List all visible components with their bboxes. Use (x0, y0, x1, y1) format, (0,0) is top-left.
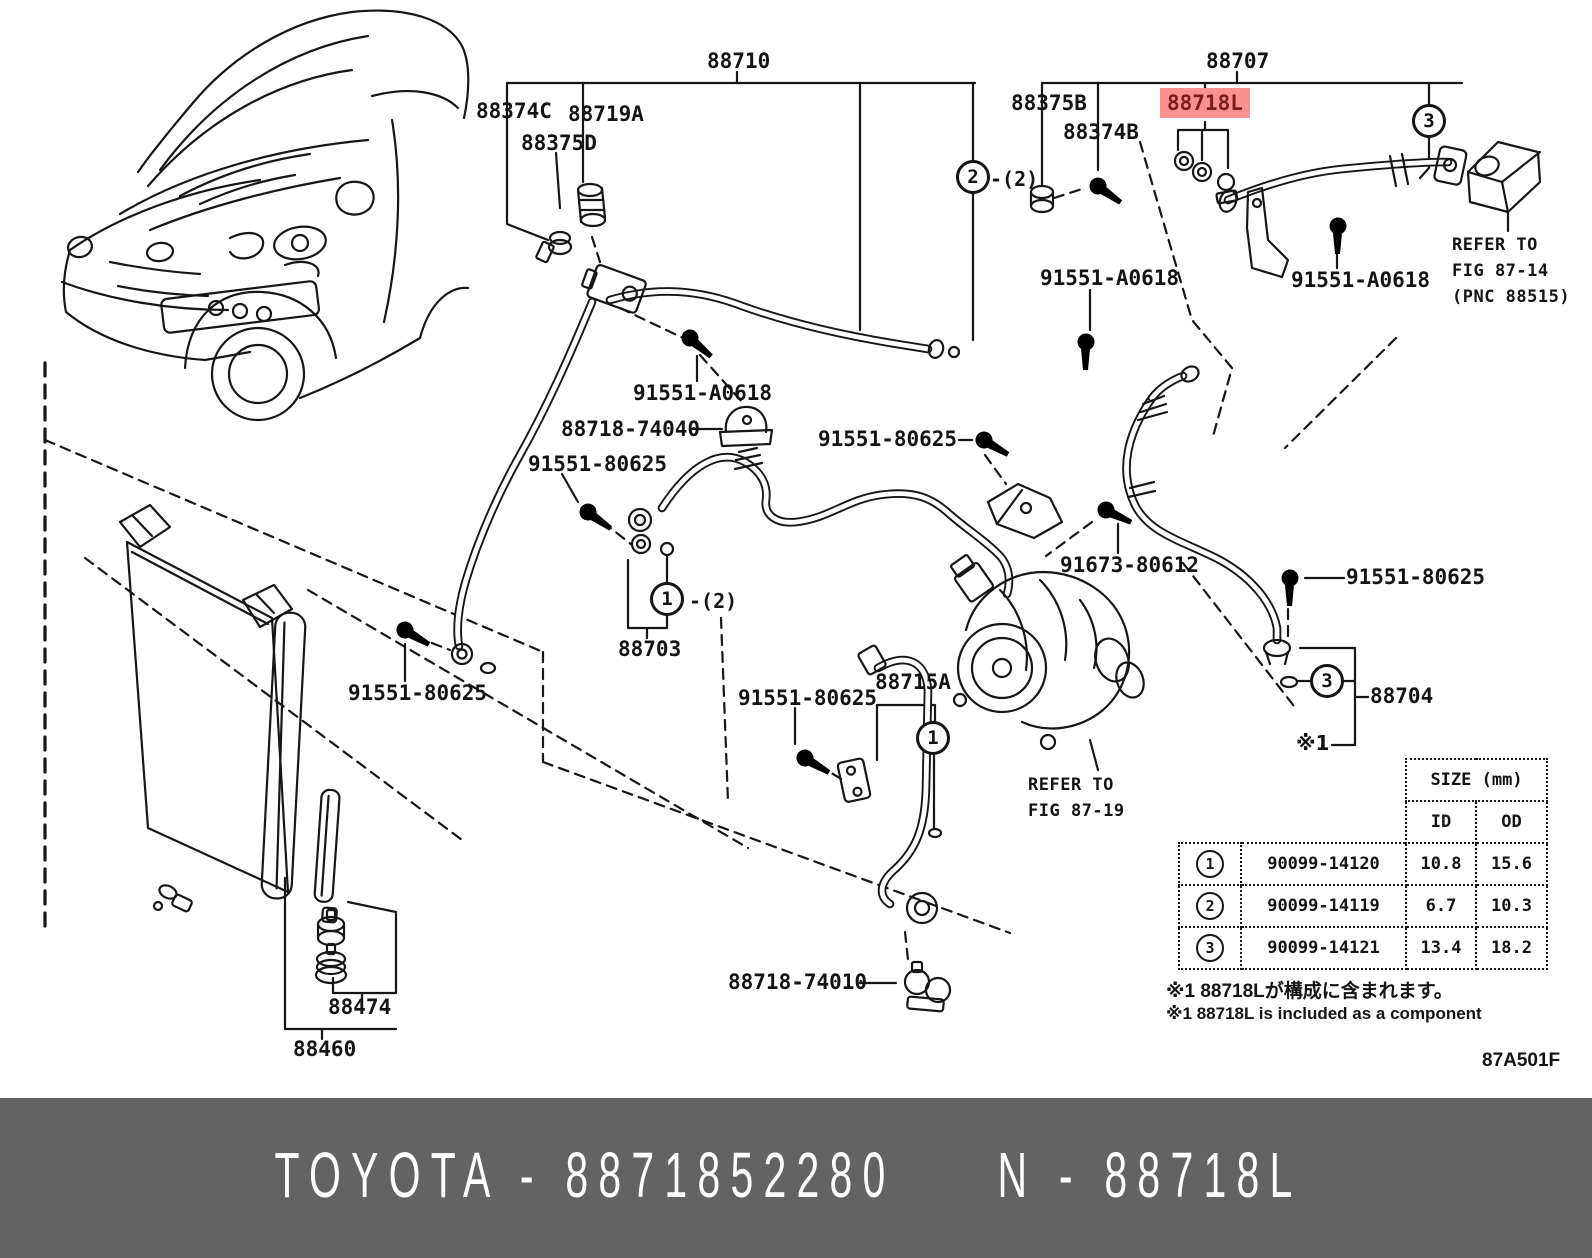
callout-circle-1: 1 (650, 582, 684, 616)
discharge-pipe-drawing (1228, 162, 1448, 200)
asterisk-ref-note: ※1 (1296, 731, 1330, 755)
pressure-switch-parts (450, 182, 961, 675)
callout-circle-3: 3 (1412, 104, 1446, 138)
table-id-value: 6.7 (1405, 884, 1477, 928)
car-illustration (60, 9, 470, 422)
part-label-88460: 88460 (293, 1037, 357, 1061)
quantity-note: -(2) (990, 167, 1039, 191)
receiver-drier-drawing (313, 788, 341, 903)
discharge-hose-drawing (1127, 376, 1277, 640)
callout-circle-3: 3 (1310, 664, 1344, 698)
ref-circle-2: 2 (1196, 892, 1224, 920)
part-label-88710: 88710 (707, 49, 771, 73)
refer-to-note: REFER TO FIG 87-19 (1028, 775, 1125, 821)
part-label-88375D: 88375D (521, 131, 597, 155)
part-label-88718-74040: 88718-74040 (561, 417, 701, 441)
table-part-number: 90099-14121 (1240, 926, 1407, 970)
table-od-value: 15.6 (1475, 842, 1548, 886)
note-english: ※1 88718L is included as a component (1166, 1004, 1482, 1023)
part-label-88718-74010: 88718-74010 (728, 970, 868, 994)
part-label-88375B: 88375B (1011, 91, 1087, 115)
bracket-leader-lines (283, 70, 1510, 1041)
size-table-row: 3 90099-14121 13.4 18.2 (1178, 926, 1548, 970)
size-table-col-od: OD (1475, 800, 1548, 844)
part-label-91551-80625-e: 91551-80625 (738, 686, 878, 710)
size-table-subheader-row: ID OD (1179, 800, 1548, 844)
table-od-value: 18.2 (1475, 926, 1548, 970)
part-label-91551-80625-d: 91551-80625 (1346, 565, 1486, 589)
footer-part-number: TOYOTA - 8871852280 (274, 1139, 896, 1212)
size-table-col-id: ID (1405, 800, 1477, 844)
part-label-91551-A0618-a: 91551-A0618 (1040, 266, 1180, 290)
size-table-title: SIZE (mm) (1405, 758, 1548, 802)
part-label-88703: 88703 (618, 637, 682, 661)
suction-hose-fittings (627, 405, 1064, 557)
compressor-drawing (949, 554, 1145, 751)
part-label-91551-80625-c: 91551-80625 (348, 681, 488, 705)
parts-diagram-canvas (43, 9, 1542, 1041)
part-label-88374B: 88374B (1063, 120, 1139, 144)
table-part-number: 90099-14120 (1240, 842, 1407, 886)
size-table-row: 1 90099-14120 10.8 15.6 (1178, 842, 1548, 886)
table-id-value: 10.8 (1405, 842, 1477, 886)
callout-circle-1: 1 (916, 721, 950, 755)
note-japanese: ※1 88718Lが構成に含まれます。 (1166, 981, 1453, 1002)
part-label-91673-80612: 91673-80612 (1060, 553, 1200, 577)
part-label-88474: 88474 (328, 995, 392, 1019)
size-table-header-row: SIZE (mm) (1179, 758, 1548, 802)
part-label-91551-80625-a: 91551-80625 (818, 427, 958, 451)
part-label-highlighted-88718L: 88718L (1160, 88, 1250, 118)
part-label-88719A: 88719A (568, 102, 644, 126)
footer-part-code: N - 88718L (997, 1139, 1303, 1212)
ref-circle-1: 1 (1196, 850, 1224, 878)
part-label-91551-A0618-c: 91551-A0618 (633, 381, 773, 405)
part-label-91551-A0618-b: 91551-A0618 (1291, 268, 1431, 292)
quantity-note: -(2) (689, 589, 738, 613)
suction-pipe-88715a-fittings (836, 644, 952, 1013)
size-table: SIZE (mm) ID OD 1 90099-14120 10.8 15.6 … (1178, 758, 1548, 970)
part-label-88704: 88704 (1370, 684, 1434, 708)
table-part-number: 90099-14119 (1240, 884, 1407, 928)
part-label-88715A: 88715A (875, 670, 951, 694)
callout-circle-2: 2 (956, 160, 990, 194)
suction-pipe-88715a-drawing (878, 660, 928, 904)
table-id-value: 13.4 (1405, 926, 1477, 970)
diagram-code: 87A501F (1482, 1050, 1561, 1071)
part-label-88707: 88707 (1206, 49, 1270, 73)
discharge-hose-fittings (1126, 365, 1299, 689)
part-label-91551-80625-b: 91551-80625 (528, 452, 668, 476)
discharge-pipe-fittings (1029, 140, 1542, 279)
size-table-row: 2 90099-14119 6.7 10.3 (1178, 884, 1548, 928)
part-label-88374C: 88374C (476, 99, 552, 123)
footer-banner: TOYOTA - 8871852280 N - 88718L (0, 1098, 1592, 1258)
table-od-value: 10.3 (1475, 884, 1548, 928)
condenser-drawing (118, 503, 341, 924)
refer-to-note: REFER TO FIG 87-14 (PNC 88515) (1452, 235, 1571, 307)
ref-circle-3: 3 (1196, 934, 1224, 962)
grommet-parts (314, 908, 348, 985)
